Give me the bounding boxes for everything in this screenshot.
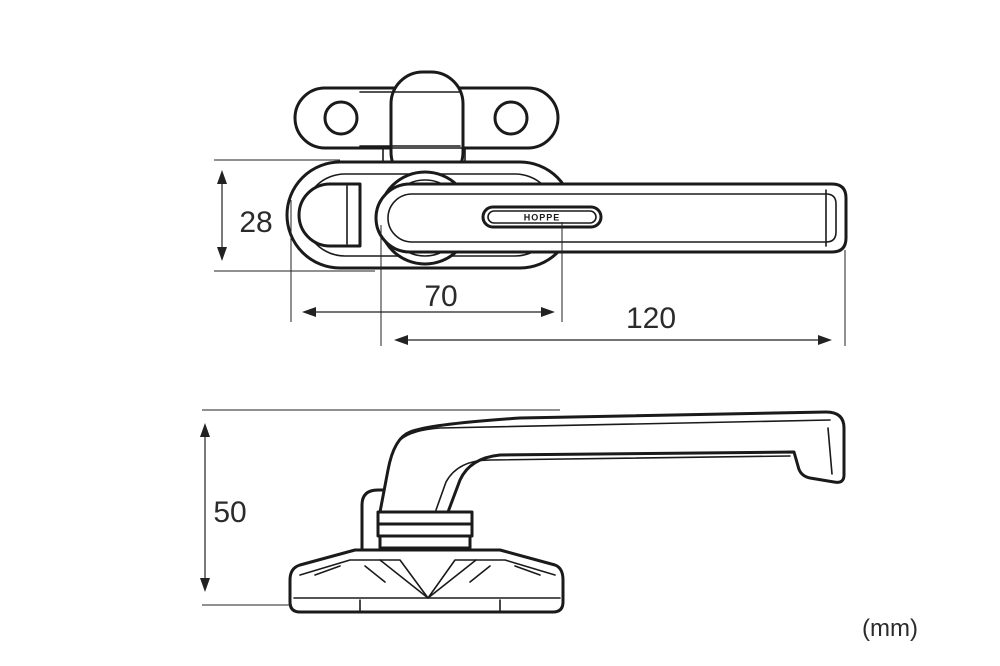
side-base <box>288 548 565 614</box>
dimension-label-50: 50 <box>213 496 246 529</box>
top-view: HOPPE <box>285 70 848 270</box>
dimension-top-offset: 70 <box>290 200 563 322</box>
dimension-top-length: 120 <box>380 225 846 346</box>
lock-tab <box>297 182 362 248</box>
dimension-label-120: 120 <box>626 302 676 335</box>
dimension-top-height: 28 <box>214 159 375 272</box>
side-lever <box>378 410 846 514</box>
neck-ring-1 <box>376 510 474 526</box>
side-view <box>288 410 846 614</box>
lever-arm <box>374 182 848 254</box>
unit-label: (mm) <box>862 615 918 642</box>
brand-mark: HOPPE <box>524 213 561 223</box>
brand-plate <box>481 205 603 229</box>
dimension-label-28: 28 <box>239 206 272 239</box>
neck-ring-2 <box>376 522 474 538</box>
screw-hole-right <box>493 100 529 136</box>
neck-ring-3 <box>378 534 472 550</box>
dimension-side-height: 50 <box>200 409 560 606</box>
screw-hole-left <box>323 100 359 136</box>
dimension-label-70: 70 <box>424 280 457 313</box>
